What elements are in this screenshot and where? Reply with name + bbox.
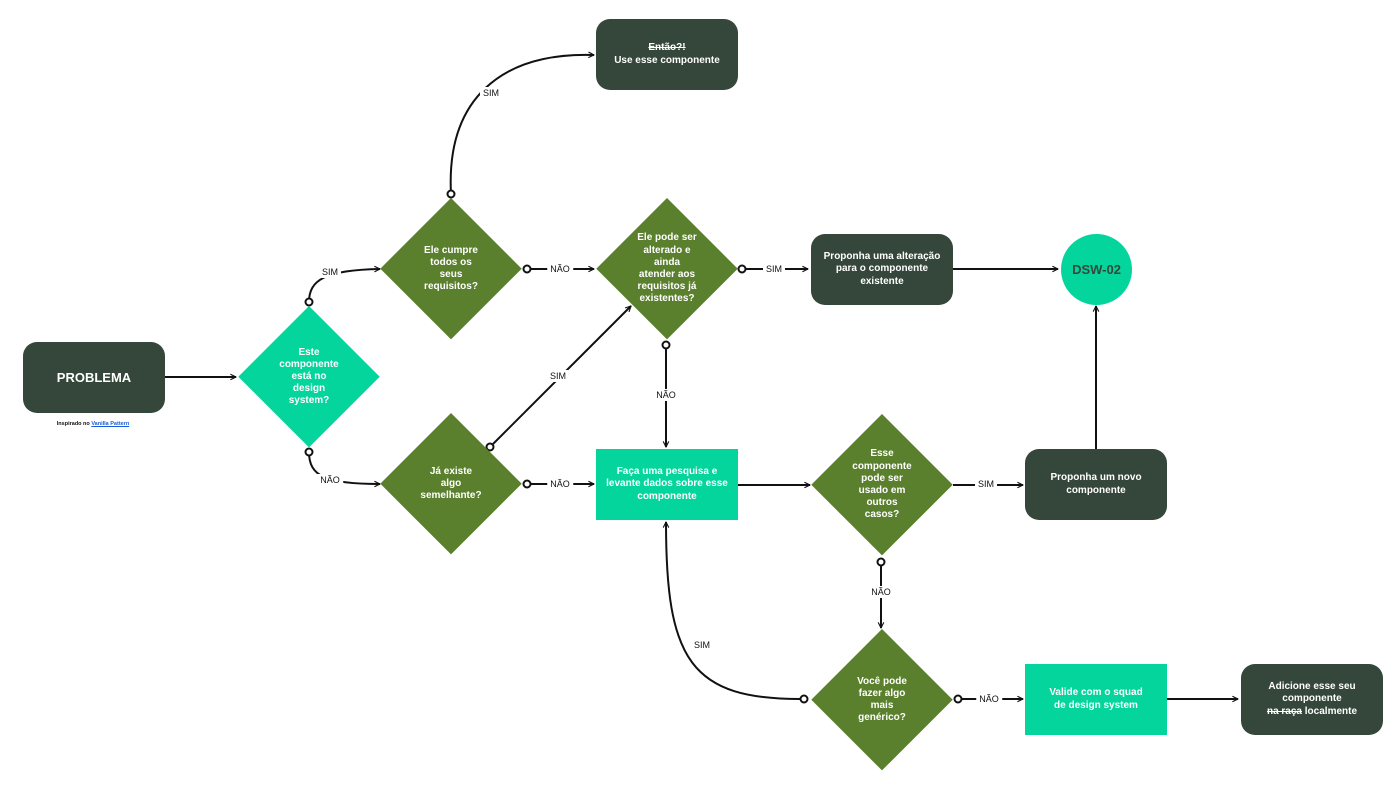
edge-label-nao: NÃO	[547, 263, 573, 275]
edge-label-sim: SIM	[974, 478, 998, 490]
connector-dot	[304, 447, 314, 457]
node-label-line: localmente	[1304, 705, 1358, 717]
node-label: Ele pode ser alterado e ainda atender ao…	[637, 232, 697, 305]
credit-text: Inspirado no	[56, 421, 90, 427]
node-label: Este componente está no design system?	[279, 346, 339, 407]
node-label: Valide com o squad de design system	[1049, 687, 1143, 711]
edge-label-nao: NÃO	[868, 586, 894, 598]
node-label-strikethrough: Então?!	[648, 42, 686, 54]
edge-label-nao: NÃO	[317, 474, 343, 486]
node-label-line: Adicione esse seu componente	[1268, 681, 1356, 705]
node-cumpre-requisitos: Ele cumpre todos os seus requisitos?	[380, 198, 522, 340]
connector-dot	[522, 479, 532, 489]
connector-dot	[304, 297, 314, 307]
connector-dot	[661, 340, 671, 350]
edge-label-nao: NÃO	[653, 389, 679, 401]
node-label: Ele cumpre todos os seus requisitos?	[424, 244, 478, 293]
node-use-componente: Então?! Use esse componente	[596, 19, 738, 90]
credit-link[interactable]: Vanilla Pattern	[91, 421, 130, 427]
edge-label-nao: NÃO	[547, 478, 573, 490]
edge-label-sim: SIM	[762, 263, 786, 275]
edge-label-nao: NÃO	[976, 693, 1002, 705]
connector-dot	[446, 189, 456, 199]
node-label: Proponha uma alteração para o componente…	[823, 251, 941, 287]
node-esta-no-design-system: Este componente está no design system?	[238, 306, 380, 448]
node-faca-pesquisa: Faça uma pesquisa e levante dados sobre …	[596, 449, 738, 520]
node-usado-outros-casos: Esse componente pode ser usado em outros…	[811, 414, 953, 556]
connector-dot	[799, 694, 809, 704]
node-dsw-02: DSW-02	[1061, 234, 1132, 305]
connector-dot	[737, 264, 747, 274]
edge-label-sim: SIM	[318, 266, 342, 278]
node-label: Faça uma pesquisa e levante dados sobre …	[606, 466, 728, 502]
edge-label-sim: SIM	[690, 639, 714, 651]
node-proponha-alteracao: Proponha uma alteração para o componente…	[811, 234, 953, 305]
node-pode-ser-alterado: Ele pode ser alterado e ainda atender ao…	[596, 198, 738, 340]
node-mais-generico: Você pode fazer algo mais genérico?	[811, 629, 953, 771]
node-ja-existe-semelhante: Já existe algo semelhante?	[380, 413, 522, 555]
node-valide-squad: Valide com o squad de design system	[1025, 664, 1167, 735]
node-label-strikethrough: na raça	[1266, 705, 1302, 717]
node-label: DSW-02	[1072, 261, 1121, 277]
edge-label-sim: SIM	[546, 370, 570, 382]
connector-dot	[876, 557, 886, 567]
node-label: Adicione esse seu componente na raça loc…	[1245, 681, 1379, 718]
connector-dot	[522, 264, 532, 274]
edge-label-sim: SIM	[479, 87, 503, 99]
edge-cumpre-to-use	[449, 55, 594, 195]
node-label: Já existe algo semelhante?	[420, 465, 482, 502]
node-problema: PROBLEMA	[23, 342, 165, 413]
node-label: Proponha um novo componente	[1050, 472, 1142, 496]
node-label: Você pode fazer algo mais genérico?	[857, 675, 907, 724]
node-label: Use esse componente	[614, 54, 720, 66]
node-adicione-localmente: Adicione esse seu componente na raça loc…	[1241, 664, 1383, 735]
node-label: PROBLEMA	[56, 369, 132, 385]
credit-note: Inspirado no Vanilla Pattern	[30, 421, 156, 427]
connector-dot	[953, 694, 963, 704]
node-proponha-novo: Proponha um novo componente	[1025, 449, 1167, 520]
node-label: Esse componente pode ser usado em outros…	[852, 448, 912, 521]
edge-generico-to-pesquisa	[666, 522, 805, 701]
